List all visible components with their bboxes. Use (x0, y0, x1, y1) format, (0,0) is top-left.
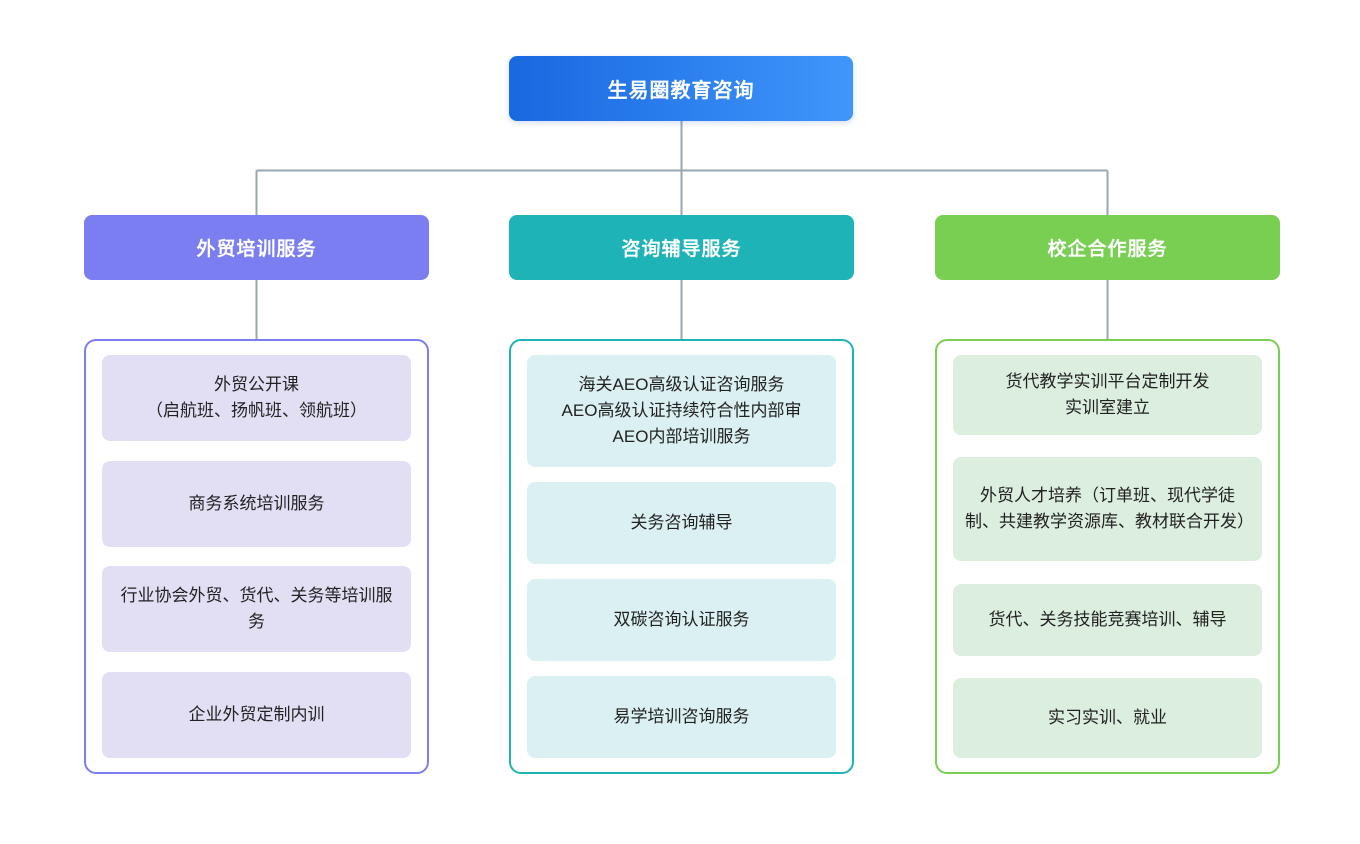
list-item[interactable]: 商务系统培训服务 (102, 460, 411, 547)
list-item[interactable]: 实习实训、就业 (953, 677, 1262, 758)
list-item[interactable]: 货代教学实训平台定制开发 实训室建立 (953, 355, 1262, 435)
root-node[interactable]: 生易圈教育咨询 (509, 56, 853, 121)
branch-column-3: 校企合作服务 货代教学实训平台定制开发 实训室建立 外贸人才培养（订单班、现代学… (935, 215, 1280, 774)
list-item[interactable]: 企业外贸定制内训 (102, 671, 411, 758)
list-item[interactable]: 货代、关务技能竞赛培训、辅导 (953, 583, 1262, 656)
list-item[interactable]: 行业协会外贸、货代、关务等培训服务 (102, 566, 411, 653)
list-item[interactable]: 双碳咨询认证服务 (527, 579, 836, 661)
branch-header-2[interactable]: 咨询辅导服务 (509, 215, 854, 280)
branch-header-3[interactable]: 校企合作服务 (935, 215, 1280, 280)
list-item[interactable]: 外贸公开课 （启航班、扬帆班、领航班） (102, 355, 411, 441)
list-item[interactable]: 外贸人才培养（订单班、现代学徒制、共建教学资源库、教材联合开发） (953, 457, 1262, 562)
branch-body-3: 货代教学实训平台定制开发 实训室建立 外贸人才培养（订单班、现代学徒制、共建教学… (935, 339, 1280, 774)
branch-header-3-label: 校企合作服务 (1047, 239, 1168, 260)
root-node-label: 生易圈教育咨询 (607, 80, 755, 102)
list-item[interactable]: 易学培训咨询服务 (527, 676, 836, 758)
branch-header-1[interactable]: 外贸培训服务 (84, 215, 429, 280)
list-item[interactable]: 海关AEO高级认证咨询服务 AEO高级认证持续符合性内部审 AEO内部培训服务 (527, 355, 836, 467)
branch-body-2: 海关AEO高级认证咨询服务 AEO高级认证持续符合性内部审 AEO内部培训服务 … (509, 339, 854, 774)
branch-header-1-label: 外贸培训服务 (196, 239, 317, 260)
branch-header-2-label: 咨询辅导服务 (621, 239, 742, 260)
branch-body-1: 外贸公开课 （启航班、扬帆班、领航班） 商务系统培训服务 行业协会外贸、货代、关… (84, 339, 429, 774)
list-item[interactable]: 关务咨询辅导 (527, 482, 836, 564)
branch-column-2: 咨询辅导服务 海关AEO高级认证咨询服务 AEO高级认证持续符合性内部审 AEO… (509, 215, 854, 774)
branch-column-1: 外贸培训服务 外贸公开课 （启航班、扬帆班、领航班） 商务系统培训服务 行业协会… (84, 215, 429, 774)
